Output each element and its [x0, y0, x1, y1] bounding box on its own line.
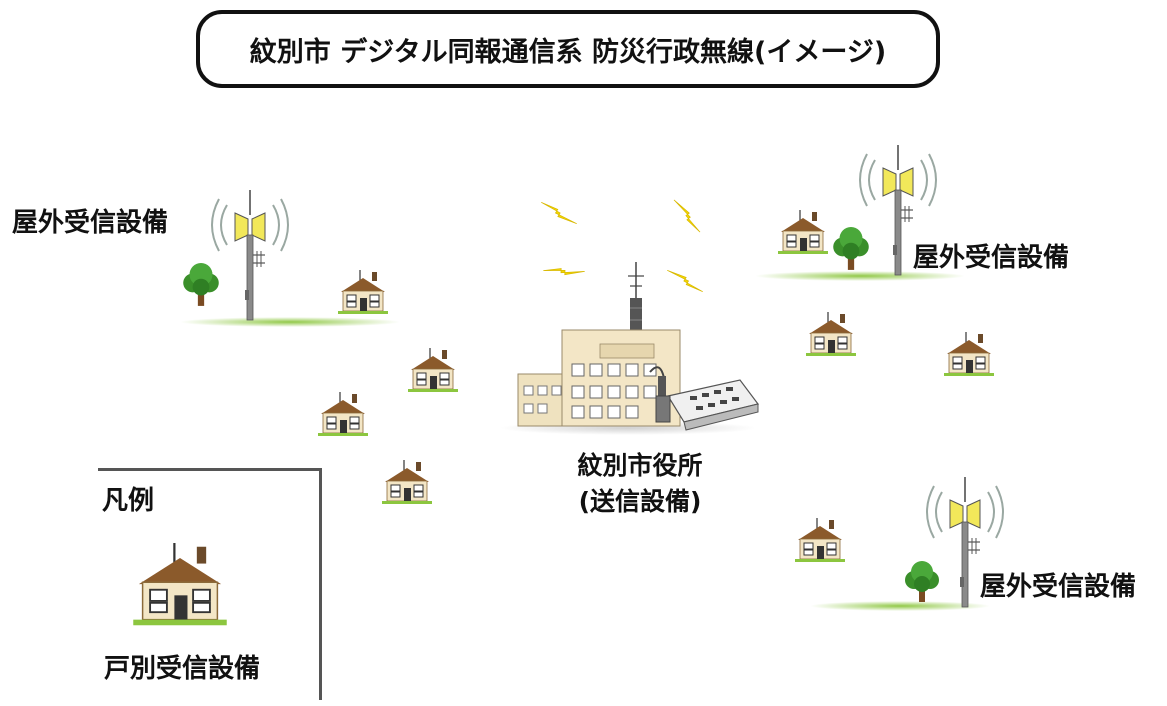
- grass-strip: [810, 601, 990, 611]
- broadcast-console-icon: [655, 379, 760, 431]
- tree-icon: [905, 561, 939, 602]
- house-icon: [944, 332, 994, 377]
- legend-frame: [98, 468, 322, 700]
- house-icon: [806, 312, 856, 357]
- outdoor-station-lower-right: [810, 476, 1004, 611]
- house-icon: [778, 210, 828, 255]
- outdoor-station-upper-right: [755, 144, 965, 281]
- city-hall-label: 紋別市役所 (送信設備): [540, 448, 740, 520]
- house-icon: [318, 392, 368, 437]
- city-hall-name: 紋別市役所: [577, 451, 703, 480]
- lightning-bolt-icon: [540, 201, 578, 225]
- grass-strip: [755, 271, 965, 281]
- legend-item-label: 戸別受信設備: [104, 654, 261, 684]
- lightning-bolt-icon: [666, 269, 704, 293]
- outdoor-speaker-tower-icon: [211, 189, 289, 321]
- house-icon: [338, 270, 388, 315]
- title-box: 紋別市 デジタル同報通信系 防災行政無線(イメージ): [196, 10, 940, 88]
- house-icon: [795, 518, 845, 563]
- legend-heading: 凡例: [102, 486, 155, 516]
- city-hall-building-icon: [500, 262, 756, 435]
- house-icon: [382, 460, 432, 505]
- lightning-bolt-icon: [542, 252, 586, 290]
- lightning-bolt-icon: [666, 199, 708, 233]
- diagram-title: 紋別市 デジタル同報通信系 防災行政無線(イメージ): [249, 36, 887, 68]
- tree-icon: [833, 227, 869, 270]
- tree-icon: [183, 263, 219, 306]
- outdoor-receiver-label-upper-right: 屋外受信設備: [913, 243, 1070, 273]
- house-icon: [408, 348, 458, 393]
- outdoor-receiver-label-lower-right: 屋外受信設備: [980, 572, 1137, 602]
- city-hall-role: (送信設備): [578, 487, 702, 516]
- grass-strip: [180, 317, 400, 327]
- outdoor-receiver-label-left: 屋外受信設備: [12, 208, 169, 238]
- outdoor-station-left: [180, 189, 400, 327]
